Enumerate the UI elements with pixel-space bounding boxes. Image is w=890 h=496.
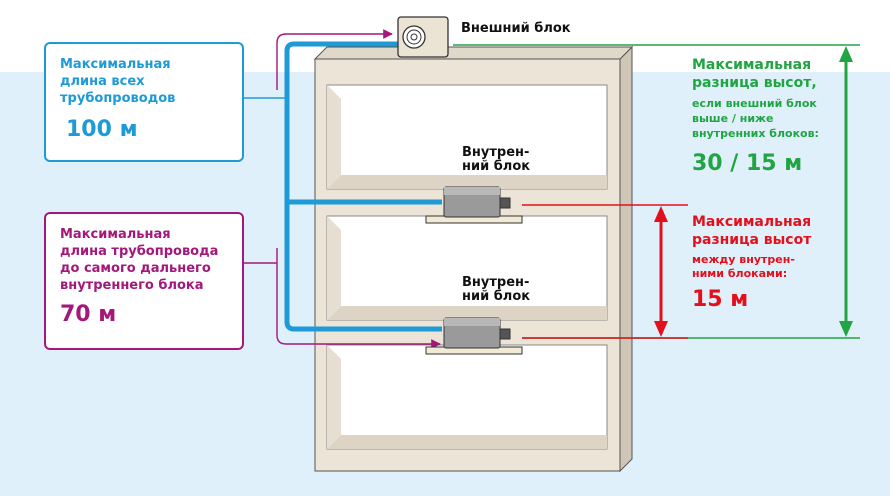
refrigerant-pipes <box>284 41 442 332</box>
outdoor-unit-icon <box>397 16 449 58</box>
outdoor-height-line5: внутренних блоков: <box>692 127 819 140</box>
total-pipe-length-line3: трубопроводов <box>60 91 176 106</box>
indoor-height-line3: между внутрен- <box>692 253 795 266</box>
farthest-pipe-length-box: Максимальная длина трубопровода до самог… <box>44 212 244 350</box>
floor-window-top <box>326 84 608 190</box>
indoor-unit-lower-label-line1: Внутрен- <box>462 275 530 290</box>
outdoor-unit-label: Внешний блок <box>461 21 571 36</box>
farthest-pipe-length-value: 70 м <box>60 302 117 327</box>
building <box>313 45 634 473</box>
indoor-height-annotation: Максимальная разница высот между внутрен… <box>692 213 811 313</box>
farthest-pipe-length-line4: внутреннего блока <box>60 278 204 293</box>
total-pipe-length-value: 100 м <box>66 117 138 142</box>
outdoor-height-annotation: Максимальная разница высот, если внешний… <box>692 56 819 177</box>
outdoor-height-line3: если внешний блок <box>692 97 817 110</box>
indoor-height-line2: разница высот <box>692 232 812 248</box>
indoor-height-line4: ними блоками: <box>692 267 788 280</box>
indoor-unit-upper-icon <box>425 186 523 224</box>
floor-window-middle <box>326 215 608 321</box>
outdoor-height-value: 30 / 15 м <box>692 151 803 176</box>
farthest-pipe-length-line2: длина трубопровода <box>60 244 219 259</box>
indoor-unit-lower-label: Внутрен- ний блок <box>462 276 530 304</box>
indoor-unit-lower-label-line2: ний блок <box>462 289 531 304</box>
floor-window-bottom <box>326 344 608 450</box>
total-pipe-length-line1: Максимальная <box>60 57 171 72</box>
farthest-pipe-length-line1: Максимальная <box>60 227 171 242</box>
total-pipe-length-line2: длина всех <box>60 74 145 89</box>
outdoor-height-line4: выше / ниже <box>692 112 774 125</box>
farthest-pipe-length-line3: до самого дальнего <box>60 261 211 276</box>
indoor-unit-upper-label-line2: ний блок <box>462 159 531 174</box>
indoor-unit-upper-label: Внутрен- ний блок <box>462 146 530 174</box>
indoor-height-line1: Максимальная <box>692 214 812 230</box>
leader-lines-magenta <box>244 29 441 349</box>
indoor-unit-upper-label-line1: Внутрен- <box>462 145 530 160</box>
indoor-unit-lower-icon <box>425 317 523 355</box>
outdoor-height-line1: Максимальная <box>692 57 812 73</box>
height-difference-indoor <box>522 204 688 339</box>
total-pipe-length-box: Максимальная длина всех трубопроводов 10… <box>44 42 244 162</box>
indoor-height-value: 15 м <box>692 287 749 312</box>
outdoor-height-line2: разница высот, <box>692 75 817 91</box>
